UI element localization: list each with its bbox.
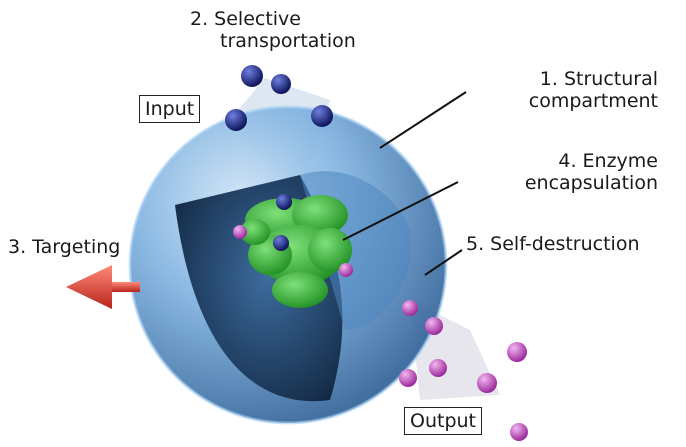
input-box: Input — [139, 95, 201, 123]
label-selective-transport-line2: transportation — [220, 30, 356, 52]
output-particle — [477, 373, 497, 393]
leader-line-enzyme — [342, 181, 459, 241]
enzyme-cluster — [240, 195, 352, 308]
input-particle — [241, 65, 263, 87]
inner-particle-blue — [276, 194, 292, 210]
label-enzyme-encapsulation: 4. Enzyme encapsulation — [525, 150, 658, 194]
output-box: Output — [404, 407, 482, 435]
label-targeting: 3. Targeting — [8, 236, 121, 258]
leader-line-self-destruction — [424, 249, 463, 276]
targeting-arrow — [66, 265, 140, 309]
input-particle — [311, 105, 333, 127]
inner-particle-pink — [233, 225, 247, 239]
label-enzyme-line2: encapsulation — [524, 172, 658, 194]
output-particle — [429, 359, 447, 377]
label-structural-line1: 1. Structural — [539, 68, 658, 90]
sphere-highlight — [128, 105, 448, 425]
inner-particle-blue — [273, 235, 289, 251]
leader-line-structural — [379, 91, 467, 149]
inner-particle-pink — [339, 263, 353, 277]
input-particle — [271, 74, 291, 94]
label-enzyme-line1: 4. Enzyme — [558, 150, 658, 172]
label-selective-transport: 2. Selective transportation — [190, 8, 356, 52]
label-structural-compartment: 1. Structural compartment — [529, 68, 658, 112]
output-particle — [402, 300, 418, 316]
output-particle — [507, 342, 527, 362]
label-self-destruction: 5. Self-destruction — [466, 233, 640, 255]
output-particle — [425, 317, 443, 335]
label-selective-transport-line1: 2. Selective — [190, 8, 301, 30]
output-particle — [399, 369, 417, 387]
label-structural-line2: compartment — [528, 90, 658, 112]
output-particle — [510, 423, 528, 441]
input-particle — [225, 109, 247, 131]
